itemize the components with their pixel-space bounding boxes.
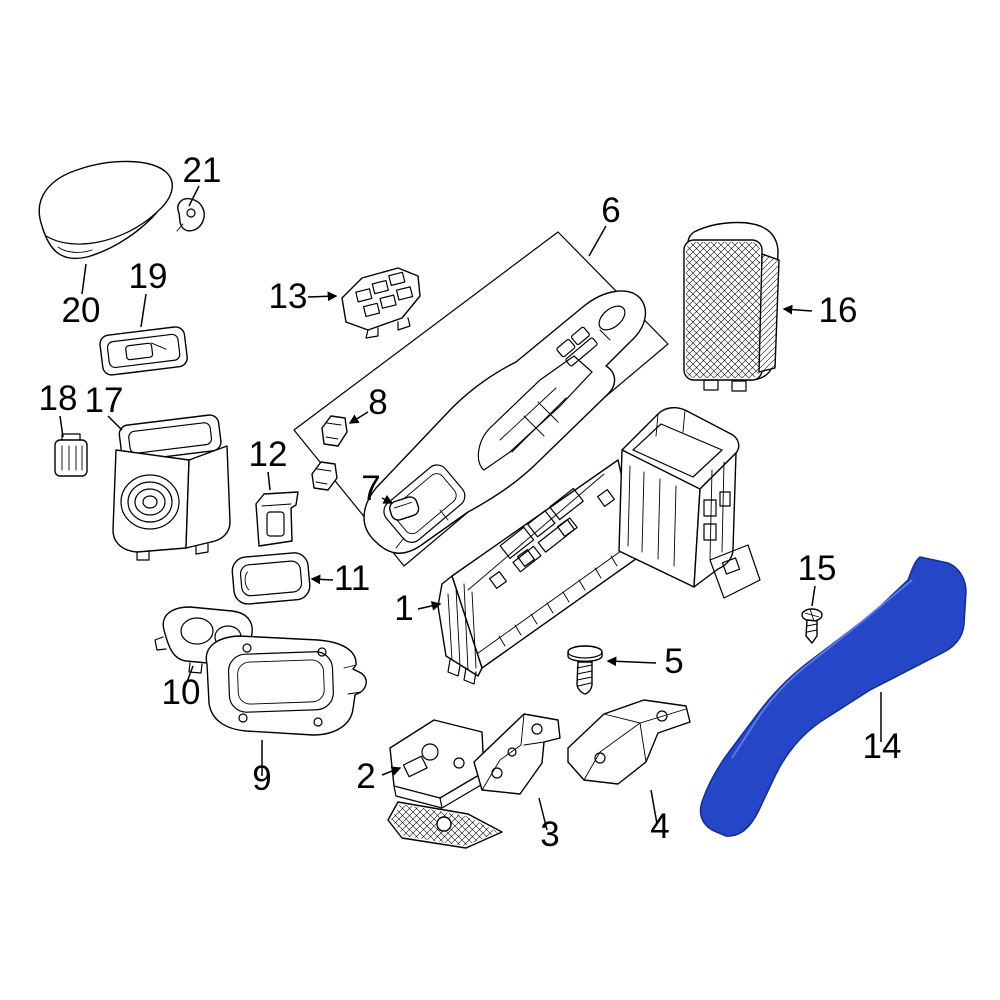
part-9-lower-tray bbox=[205, 635, 367, 736]
callout-1: 1 bbox=[394, 589, 413, 628]
leader-line-15 bbox=[811, 585, 816, 607]
part-4-bracket bbox=[567, 699, 691, 785]
callout-17: 17 bbox=[85, 381, 124, 420]
callout-14: 14 bbox=[863, 727, 902, 766]
part-11-tray bbox=[231, 552, 311, 605]
callout-21: 21 bbox=[183, 151, 222, 190]
leader-line-5 bbox=[606, 656, 657, 667]
callout-4: 4 bbox=[650, 807, 669, 846]
part-20-armrest-lid bbox=[38, 160, 173, 260]
callout-8: 8 bbox=[368, 383, 387, 422]
callout-7: 7 bbox=[361, 469, 380, 508]
leader-line-7 bbox=[381, 494, 394, 504]
leader-line-16 bbox=[782, 304, 813, 315]
callout-labels: 1 2 3 4 5 6 7 8 9 10 11 12 13 14 15 16 1… bbox=[39, 151, 902, 854]
part-14-highlighted-panel bbox=[699, 556, 967, 837]
part-21-clip bbox=[176, 197, 205, 232]
leader-line-8 bbox=[348, 411, 369, 424]
leader-line-21 bbox=[188, 185, 200, 207]
leader-line-11 bbox=[310, 574, 334, 585]
leader-line-2 bbox=[381, 766, 402, 776]
leader-line-13 bbox=[307, 291, 338, 302]
leader-line-17 bbox=[107, 415, 123, 431]
part-15-screw bbox=[801, 608, 823, 644]
callout-10: 10 bbox=[162, 673, 201, 712]
callout-3: 3 bbox=[540, 815, 559, 854]
part-18-connector bbox=[54, 433, 88, 477]
callout-20: 20 bbox=[62, 291, 101, 330]
callout-2: 2 bbox=[356, 757, 375, 796]
leader-line-19 bbox=[140, 293, 147, 328]
part-14-shape bbox=[699, 556, 967, 837]
part-19-bezel bbox=[99, 326, 188, 376]
part-12-bracket bbox=[255, 491, 299, 547]
leader-line-20 bbox=[81, 263, 87, 295]
part-1-console-body bbox=[437, 406, 761, 685]
leader-line-4 bbox=[650, 789, 658, 825]
callout-18: 18 bbox=[39, 379, 78, 418]
leader-line-3 bbox=[538, 797, 548, 831]
callout-16: 16 bbox=[819, 291, 858, 330]
leader-line-12 bbox=[267, 471, 271, 491]
callout-11: 11 bbox=[334, 559, 370, 598]
leader-line-18 bbox=[59, 415, 64, 438]
callout-15: 15 bbox=[798, 549, 837, 588]
callout-9: 9 bbox=[252, 759, 271, 798]
callout-13: 13 bbox=[269, 277, 308, 316]
leader-lines bbox=[59, 185, 882, 831]
part-3-bracket bbox=[473, 713, 561, 795]
leader-line-1 bbox=[417, 601, 442, 611]
part-13-bracket bbox=[341, 267, 421, 339]
part-2-bracket bbox=[387, 719, 503, 849]
part-7-cap bbox=[389, 496, 420, 521]
callout-19: 19 bbox=[129, 257, 168, 296]
part-17-console-box bbox=[112, 414, 231, 561]
callout-5: 5 bbox=[664, 642, 683, 681]
part-6-top-panel-group bbox=[293, 231, 669, 567]
callout-12: 12 bbox=[249, 435, 288, 474]
leader-line-10 bbox=[183, 665, 194, 691]
callout-6: 6 bbox=[601, 191, 620, 230]
part-8-clip bbox=[311, 415, 348, 491]
part-5-screw bbox=[567, 645, 603, 695]
leader-line-6 bbox=[588, 225, 607, 257]
part-16-rear-panel bbox=[683, 221, 780, 392]
